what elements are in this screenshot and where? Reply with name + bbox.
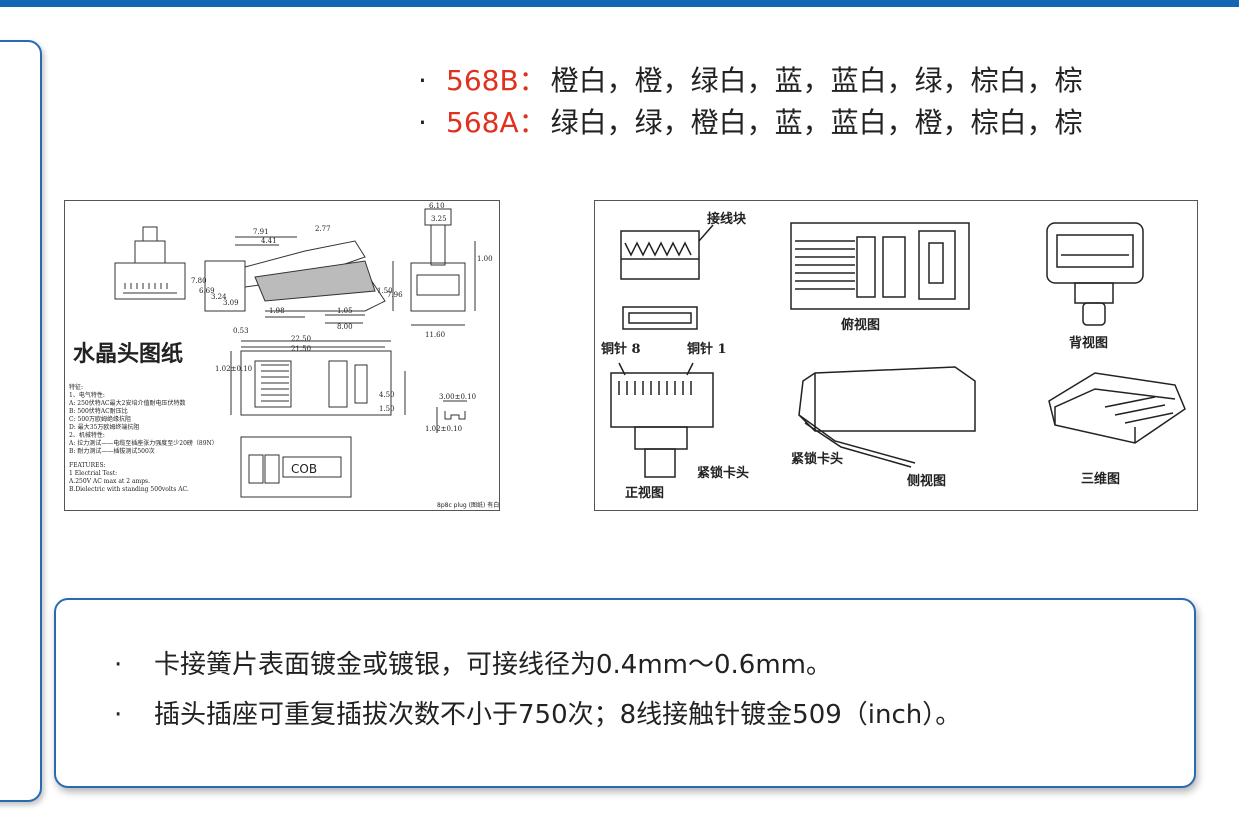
code-separator: ： — [518, 106, 547, 139]
dim-label: 7.91 — [253, 228, 269, 236]
dim-label: 11.60 — [425, 331, 445, 339]
dim-label: 22.50 — [291, 335, 311, 343]
dim-label: 21.50 — [291, 345, 311, 353]
dim-label: 1.05 — [337, 307, 353, 315]
drawing-title: 水晶头图纸 — [73, 341, 183, 367]
side-view-label: 侧视图 — [907, 473, 946, 489]
dim-label: 4.41 — [261, 237, 277, 245]
dim-label: 6.69 — [199, 287, 215, 295]
view-3d-label: 三维图 — [1081, 471, 1120, 487]
code-row-568b: · 568B ： 橙白，橙，绿白，蓝，蓝白，绿，棕白，棕 — [418, 60, 1083, 102]
note-item: · 插头插座可重复插拔次数不小于750次；8线接触针镀金509（inch）。 — [114, 690, 961, 740]
pin1-label: 铜针 1 — [686, 341, 727, 357]
drawing-footer: 8p8c plug (图纸) 有白 — [437, 501, 499, 509]
rj45-views-figure: 接线块 俯视图 背视图 铜针 8 铜针 1 紧锁卡头 正视图 紧锁卡头 侧视图 … — [594, 200, 1198, 511]
note-item: · 卡接簧片表面镀金或镀银，可接线径为0.4mm～0.6mm。 — [114, 640, 961, 690]
rj45-drawing-figure: 7.91 4.41 2.77 6.10 3.25 7.80 6.69 3.24 … — [64, 200, 500, 511]
block-label: 接线块 — [707, 211, 747, 227]
dim-label: 0.53 — [233, 327, 249, 335]
dim-label: 2.77 — [315, 225, 331, 233]
feature-line: A.250V AC max at 2 amps. — [68, 478, 150, 485]
note-text: 插头插座可重复插拔次数不小于750次；8线接触针镀金509（inch）。 — [154, 700, 962, 730]
feature-line: C: 500万欧姆绝缘抗阻 — [69, 415, 131, 423]
dim-label: 4.50 — [379, 391, 395, 399]
bullet-dot: · — [418, 64, 427, 97]
bullet-dot: · — [114, 650, 123, 680]
feature-line: D: 最大35万欧姆终端抗阻 — [69, 423, 139, 431]
note-text: 卡接簧片表面镀金或镀银，可接线径为0.4mm～0.6mm。 — [154, 650, 833, 680]
feature-line: 1 Electrial Test: — [69, 470, 117, 477]
left-side-panel — [0, 40, 42, 802]
back-view-label: 背视图 — [1069, 335, 1108, 351]
top-accent-bar — [0, 0, 1239, 7]
feature-line: 1、电气特性: — [69, 391, 105, 399]
dim-label: 1.98 — [269, 307, 285, 315]
feature-line: 2、机械特性: — [69, 431, 105, 439]
dim-label: 7.96 — [387, 291, 403, 299]
feature-line: B: 500伏特AC耐压比 — [69, 407, 128, 415]
code-sequence: 绿白，绿，橙白，蓝，蓝白，橙，棕白，棕 — [550, 106, 1083, 139]
notes-box: · 卡接簧片表面镀金或镀银，可接线径为0.4mm～0.6mm。 · 插头插座可重… — [54, 598, 1196, 788]
dim-label: 3.24 — [211, 293, 227, 301]
dim-label: 8.00 — [337, 323, 353, 331]
rj45-drawing-svg: 7.91 4.41 2.77 6.10 3.25 7.80 6.69 3.24 … — [68, 202, 499, 509]
notes-list: · 卡接簧片表面镀金或镀银，可接线径为0.4mm～0.6mm。 · 插头插座可重… — [114, 640, 961, 740]
top-view-label: 俯视图 — [841, 317, 880, 333]
rj45-views-svg: 接线块 俯视图 背视图 铜针 8 铜针 1 紧锁卡头 正视图 紧锁卡头 侧视图 … — [600, 211, 1186, 501]
cob-label: COB — [291, 462, 317, 476]
bullet-dot: · — [418, 106, 427, 139]
dim-label: 6.10 — [429, 202, 445, 210]
feature-line: A: 拉力测试——电缆至插座张力强度至少20磅（89N） — [68, 439, 218, 447]
dim-label: 3.00±0.10 — [439, 393, 476, 401]
color-code-list: · 568B ： 橙白，橙，绿白，蓝，蓝白，绿，棕白，棕 · 568A ： 绿白… — [418, 60, 1083, 144]
dim-label: 1.02±0.10 — [215, 365, 252, 373]
dim-label: 1.50 — [379, 405, 395, 413]
feature-line: FEATURES: — [69, 462, 106, 469]
dim-label: 1.50 — [377, 287, 393, 295]
dim-label: 7.80 — [191, 277, 207, 285]
dim-label: 3.09 — [223, 299, 239, 307]
feature-line: B: 耐力测试——插拔测试500次 — [69, 447, 155, 455]
lock-label: 紧锁卡头 — [697, 465, 749, 481]
feature-line: A: 250伏特AC最大2安培介值耐电压伏特数 — [68, 399, 185, 407]
code-name: 568B — [446, 64, 519, 97]
code-sequence: 橙白，橙，绿白，蓝，蓝白，绿，棕白，棕 — [550, 64, 1083, 97]
pin8-label: 铜针 8 — [600, 341, 641, 357]
front-view-label: 正视图 — [625, 485, 664, 501]
dim-label: 3.25 — [431, 215, 447, 223]
feature-line: B.Dielectric with standing 500volts AC. — [69, 486, 189, 493]
bullet-dot: · — [114, 700, 123, 730]
feature-line: 特征: — [69, 383, 83, 391]
code-name: 568A — [446, 106, 519, 139]
dim-label: 1.02±0.10 — [425, 425, 462, 433]
dim-label: 1.00 — [477, 255, 493, 263]
code-row-568a: · 568A ： 绿白，绿，橙白，蓝，蓝白，橙，棕白，棕 — [418, 102, 1083, 144]
lock-label: 紧锁卡头 — [791, 451, 843, 467]
code-separator: ： — [518, 64, 547, 97]
